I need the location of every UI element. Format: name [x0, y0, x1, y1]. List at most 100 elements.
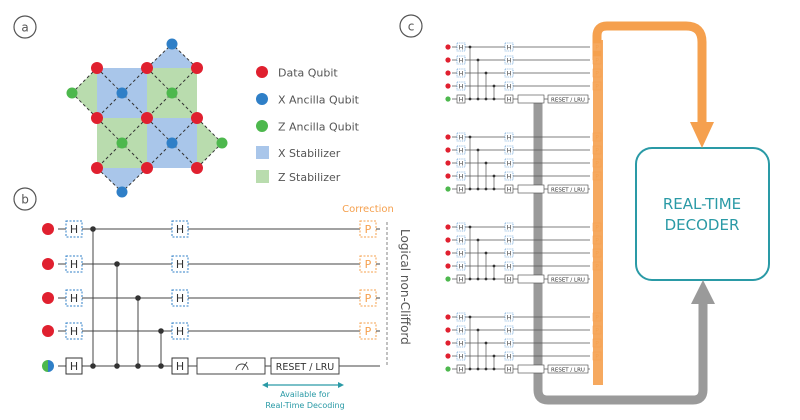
mini-cnot-dot	[476, 58, 480, 62]
p-gate-label: P	[365, 258, 372, 271]
ancilla-split-icon	[42, 360, 54, 372]
mini-h-gate	[456, 55, 466, 65]
mini-h-gate-label: H	[507, 224, 512, 231]
mini-ancilla-qubit	[445, 186, 451, 192]
reset-lru-box	[270, 357, 340, 375]
mini-data-qubit	[445, 224, 451, 230]
mini-h-gate-label: H	[507, 134, 512, 141]
mini-data-qubit	[445, 237, 451, 243]
h-gate-label: H	[70, 325, 78, 338]
mini-h-gate	[504, 338, 514, 348]
mini-h-gate-label: H	[507, 340, 512, 347]
h-gate-label: H	[70, 223, 78, 236]
panel-a-letter: a	[21, 21, 28, 35]
mini-cnot-dot	[492, 84, 496, 88]
z-stabilizer-boundary	[72, 68, 97, 118]
mini-cnot-dot	[476, 277, 480, 281]
mini-data-qubit	[445, 147, 451, 153]
mini-measurement-box	[517, 184, 545, 194]
data-qubits	[91, 62, 203, 174]
mini-h-gate-label: H	[459, 44, 464, 51]
mini-h-gate-label: H	[459, 327, 464, 334]
mini-h-gate-label: H	[459, 250, 464, 257]
mini-h-gate	[504, 55, 514, 65]
mini-h-gate	[456, 222, 466, 232]
mini-h-gate	[456, 261, 466, 271]
mini-cnot-dot	[476, 148, 480, 152]
mini-h-gate-label: H	[459, 160, 464, 167]
mini-h-gate-label: H	[507, 83, 512, 90]
data-qubit	[191, 62, 203, 74]
mini-h-gate-label: H	[459, 70, 464, 77]
legend-x-stabilizer-icon	[256, 146, 269, 159]
mini-ancilla-qubit	[445, 276, 451, 282]
available-arrow-left-icon	[262, 382, 268, 388]
mini-h-gate	[456, 235, 466, 245]
mini-h-gate-label: H	[459, 83, 464, 90]
mini-data-qubit	[445, 250, 451, 256]
mini-h-gate-label: H	[507, 96, 512, 103]
mini-h-gate-label: H	[507, 327, 512, 334]
correction-arrow-icon	[690, 122, 714, 148]
mini-data-qubit	[445, 340, 451, 346]
mini-cnot-dot	[492, 277, 496, 281]
mini-h-gate	[504, 68, 514, 78]
mini-h-gate-label: H	[507, 160, 512, 167]
mini-data-qubit	[445, 173, 451, 179]
mini-h-gate-label: H	[507, 147, 512, 154]
mini-h-gate	[456, 132, 466, 142]
mini-reset-label: RESET / LRU	[551, 97, 585, 103]
mini-h-gate	[456, 94, 466, 104]
mini-h-gate	[456, 42, 466, 52]
meter-needle-icon	[241, 361, 248, 371]
mini-cnot-dot	[468, 315, 472, 319]
mini-data-qubit	[445, 44, 451, 50]
z-stabilizer-boundary	[197, 118, 222, 168]
mini-data-qubit	[445, 70, 451, 76]
mini-h-gate	[504, 222, 514, 232]
h-gates-col1: H H H H H	[65, 220, 83, 375]
reset-lru-label: RESET / LRU	[276, 362, 335, 373]
mini-cnot-dot	[476, 187, 480, 191]
mini-ancilla-qubit	[445, 366, 451, 372]
mini-reset-label: RESET / LRU	[551, 277, 585, 283]
measurement-box	[196, 357, 266, 375]
mini-h-gate	[504, 235, 514, 245]
mini-cnot-dot	[468, 277, 472, 281]
h-gates-col2: H H H H H	[171, 220, 189, 375]
correction-feedback-path	[592, 21, 707, 138]
mini-reset-box	[547, 274, 589, 284]
mini-reset-label: RESET / LRU	[551, 187, 585, 193]
mini-cnot-dot	[492, 187, 496, 191]
mini-h-gate	[504, 81, 514, 91]
x-ancilla-qubits	[116, 38, 178, 198]
data-qubit	[91, 162, 103, 174]
mini-h-gate-label: H	[459, 147, 464, 154]
data-qubit	[191, 162, 203, 174]
mini-h-gate-label: H	[507, 366, 512, 373]
available-label-line1: Available for	[280, 390, 330, 399]
mini-h-gate	[456, 184, 466, 194]
mini-h-gate-label: H	[507, 173, 512, 180]
mini-h-gate	[456, 338, 466, 348]
h-gate-label: H	[70, 258, 78, 271]
mini-cnot-dot	[468, 97, 472, 101]
mini-cnot-dot	[484, 187, 488, 191]
mini-measurement-box	[517, 364, 545, 374]
mini-h-gate	[504, 158, 514, 168]
mini-data-qubit	[445, 134, 451, 140]
mini-h-gate-label: H	[459, 340, 464, 347]
mini-h-gate-label: H	[459, 186, 464, 193]
real-time-decoder-box	[635, 147, 770, 281]
decoder-label-line2: DECODER	[665, 216, 740, 234]
mini-measurement-box	[517, 274, 545, 284]
p-gate-label: P	[365, 223, 372, 236]
mini-h-gate	[456, 325, 466, 335]
mini-h-gate-label: H	[507, 186, 512, 193]
mini-h-gate	[456, 351, 466, 361]
mini-h-gate	[456, 248, 466, 258]
mini-h-gate-label: H	[459, 224, 464, 231]
logical-non-clifford-label: Logical non-Clifford	[398, 229, 412, 345]
